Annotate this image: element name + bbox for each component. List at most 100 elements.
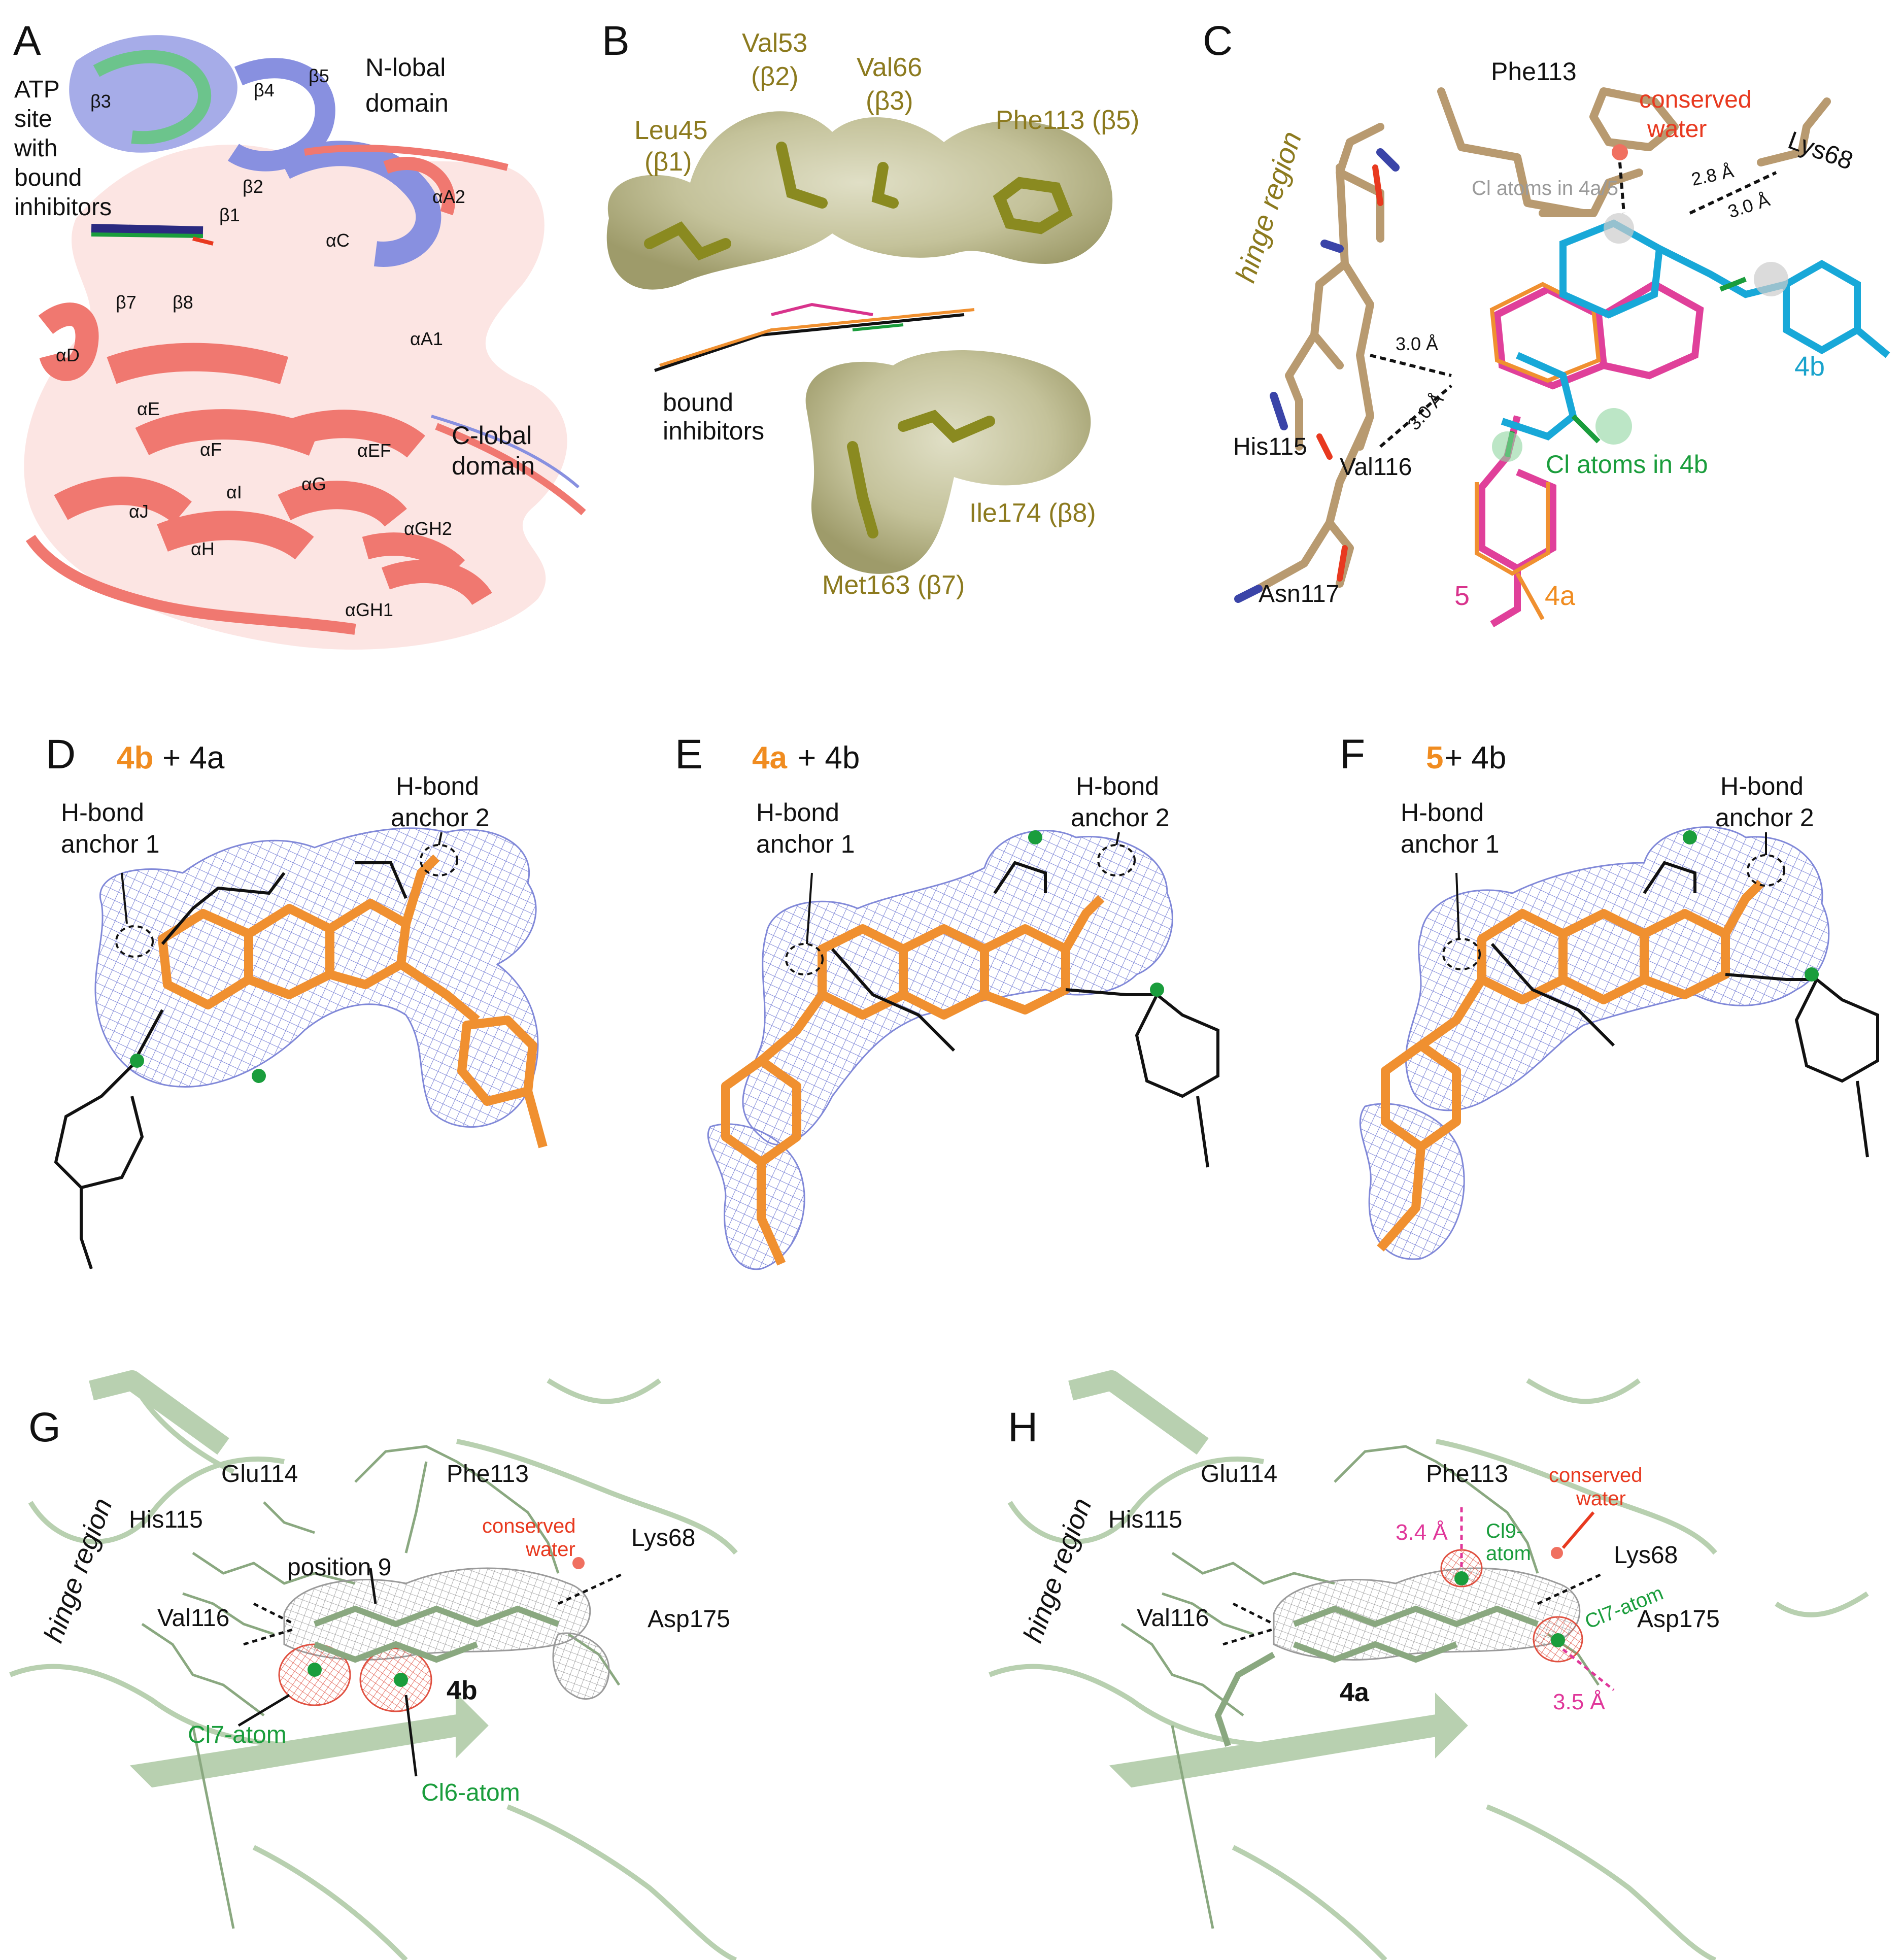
ligand-label-g: 4b <box>447 1676 478 1705</box>
ligand-black-e <box>831 861 1219 1168</box>
svg-text:β2: β2 <box>243 176 263 197</box>
svg-text:αI: αI <box>226 482 242 502</box>
svg-text:αJ: αJ <box>129 501 149 522</box>
svg-text:conserved: conserved <box>1639 86 1751 113</box>
secondary-structure-labels: β3 β4 β5 β2 β1 β7 β8 αC αA2 αA1 αD αE αF… <box>56 65 465 620</box>
panel-f-label: F <box>1340 731 1365 778</box>
ligand-black-d <box>54 861 407 1269</box>
phe113-label-h: Phe113 <box>1426 1461 1508 1488</box>
panel-h: H hinge region Glu114 Phe113 His115 cons… <box>989 1370 1869 1960</box>
svg-text:water: water <box>1576 1488 1626 1510</box>
hbonds-g <box>243 1572 625 1646</box>
anchor1-circle-d <box>115 925 154 958</box>
panel-d-label: D <box>46 731 76 778</box>
n-lobe-label: N-lobal domain <box>365 53 449 117</box>
asp175-label-h: Asp175 <box>1637 1606 1720 1633</box>
svg-text:domain: domain <box>365 89 449 117</box>
chlorine-e-1 <box>1028 830 1042 844</box>
svg-text:H-bond: H-bond <box>1076 772 1159 800</box>
his115-label-h: His115 <box>1108 1506 1182 1533</box>
svg-text:inhibitors: inhibitors <box>663 417 764 445</box>
panel-f-title-rest: + 4b <box>1444 740 1506 775</box>
position9-label-g: position 9 <box>287 1554 391 1581</box>
svg-text:N-lobal: N-lobal <box>365 53 446 82</box>
panel-g: G hinge region Glu114 Phe113 His115 posi… <box>9 1370 738 1960</box>
cl6-sphere-g <box>394 1673 408 1687</box>
svg-text:water: water <box>525 1538 575 1561</box>
svg-text:β5: β5 <box>309 65 329 86</box>
anchor1-circle-e <box>785 943 824 975</box>
cl9-sphere-h <box>1454 1571 1469 1585</box>
helix-bundle <box>25 144 586 635</box>
c-lobe-label: C-lobal domain <box>452 421 535 480</box>
chlorine-d-1 <box>130 1054 144 1068</box>
panel-d-title-rest: + 4a <box>162 740 225 775</box>
anchor1-label-f: H-bond anchor 1 <box>1401 798 1500 858</box>
anchor1-line-e <box>806 872 813 944</box>
svg-text:(β2): (β2) <box>751 62 798 91</box>
panel-c: C Phe113 conserved water Lys68 hinge reg… <box>1203 18 1890 628</box>
cl7-sphere-h <box>1551 1633 1565 1647</box>
hinge-nitrogens <box>1234 148 1400 603</box>
svg-text:αE: αE <box>137 398 160 419</box>
hbonds-h <box>1222 1572 1605 1646</box>
svg-text:bound: bound <box>14 164 82 191</box>
panel-a-label: A <box>13 18 41 64</box>
svg-text:(β3): (β3) <box>866 86 913 116</box>
chlorine-d-2 <box>252 1069 266 1083</box>
bound-inhibitor-sticks <box>654 302 975 372</box>
svg-text:αC: αC <box>326 230 350 251</box>
svg-text:H-bond: H-bond <box>756 798 839 827</box>
pocket-residue-labels: Leu45 (β1) Val53 (β2) Val66 (β3) Phe113 … <box>634 28 1139 600</box>
chlorine-f-2 <box>1805 967 1819 982</box>
position9-pointer-g <box>369 1568 377 1604</box>
svg-text:Met163 (β7): Met163 (β7) <box>822 570 965 600</box>
water-label-g: conserved water <box>482 1515 576 1561</box>
anchor2-circle-e <box>1097 844 1136 876</box>
svg-text:αEF: αEF <box>357 440 391 461</box>
panel-e-title-main: 4a <box>752 740 787 775</box>
anchor1-line-f <box>1455 872 1460 939</box>
svg-text:water: water <box>1647 116 1707 143</box>
his115-label-g: His115 <box>129 1506 203 1533</box>
hinge-label-c: hinge region <box>1229 127 1307 286</box>
anchor1-label-e: H-bond anchor 1 <box>756 798 855 858</box>
anchor2-label-e: H-bond anchor 2 <box>1071 772 1170 832</box>
svg-text:domain: domain <box>452 452 535 480</box>
dist-3-0-low: 3.0 Å <box>1403 388 1447 434</box>
svg-text:conserved: conserved <box>1549 1464 1643 1486</box>
panel-h-label: H <box>1008 1404 1038 1450</box>
dist-2-8: 2.8 Å <box>1689 160 1736 190</box>
density-grey-g-ring <box>552 1632 610 1700</box>
ligand-5-label-c: 5 <box>1454 581 1470 611</box>
svg-text:αGH2: αGH2 <box>404 518 452 539</box>
lower-pocket-surface <box>805 350 1091 574</box>
ligand-5-magenta <box>1478 280 1704 628</box>
svg-text:β1: β1 <box>219 205 240 225</box>
svg-text:H-bond: H-bond <box>1720 772 1804 800</box>
svg-text:H-bond: H-bond <box>61 798 144 827</box>
hinge-oxygens <box>1316 164 1383 582</box>
anchor2-circle-d <box>420 844 458 876</box>
atp-site-label: ATP site with bound inhibitors <box>14 76 112 221</box>
density-mesh-e-tail <box>707 1123 805 1270</box>
chlorine-e-2 <box>1150 983 1164 997</box>
phe113-label-c: Phe113 <box>1491 57 1577 86</box>
glu114-label-g: Glu114 <box>221 1461 298 1488</box>
conserved-water-c <box>1612 144 1628 160</box>
ligand-orange-e <box>721 895 1105 1266</box>
density-mesh-f-tail <box>1359 1103 1465 1260</box>
svg-text:atom: atom <box>1486 1542 1531 1565</box>
svg-text:ATP: ATP <box>14 76 60 103</box>
water-label-h: conserved water <box>1549 1464 1643 1510</box>
svg-text:αA2: αA2 <box>432 186 465 207</box>
ligand-4b-label-c: 4b <box>1794 351 1825 382</box>
density-red-h-1 <box>1440 1549 1483 1587</box>
panel-c-label: C <box>1203 18 1233 64</box>
svg-text:αA1: αA1 <box>410 328 443 349</box>
anchor2-line-e <box>1115 832 1120 846</box>
svg-text:Val53: Val53 <box>742 28 807 58</box>
cartoon-h <box>989 1370 1869 1960</box>
cl-marker-4b-1 <box>1595 408 1632 445</box>
cl-4b-label: Cl atoms in 4b <box>1546 450 1708 479</box>
